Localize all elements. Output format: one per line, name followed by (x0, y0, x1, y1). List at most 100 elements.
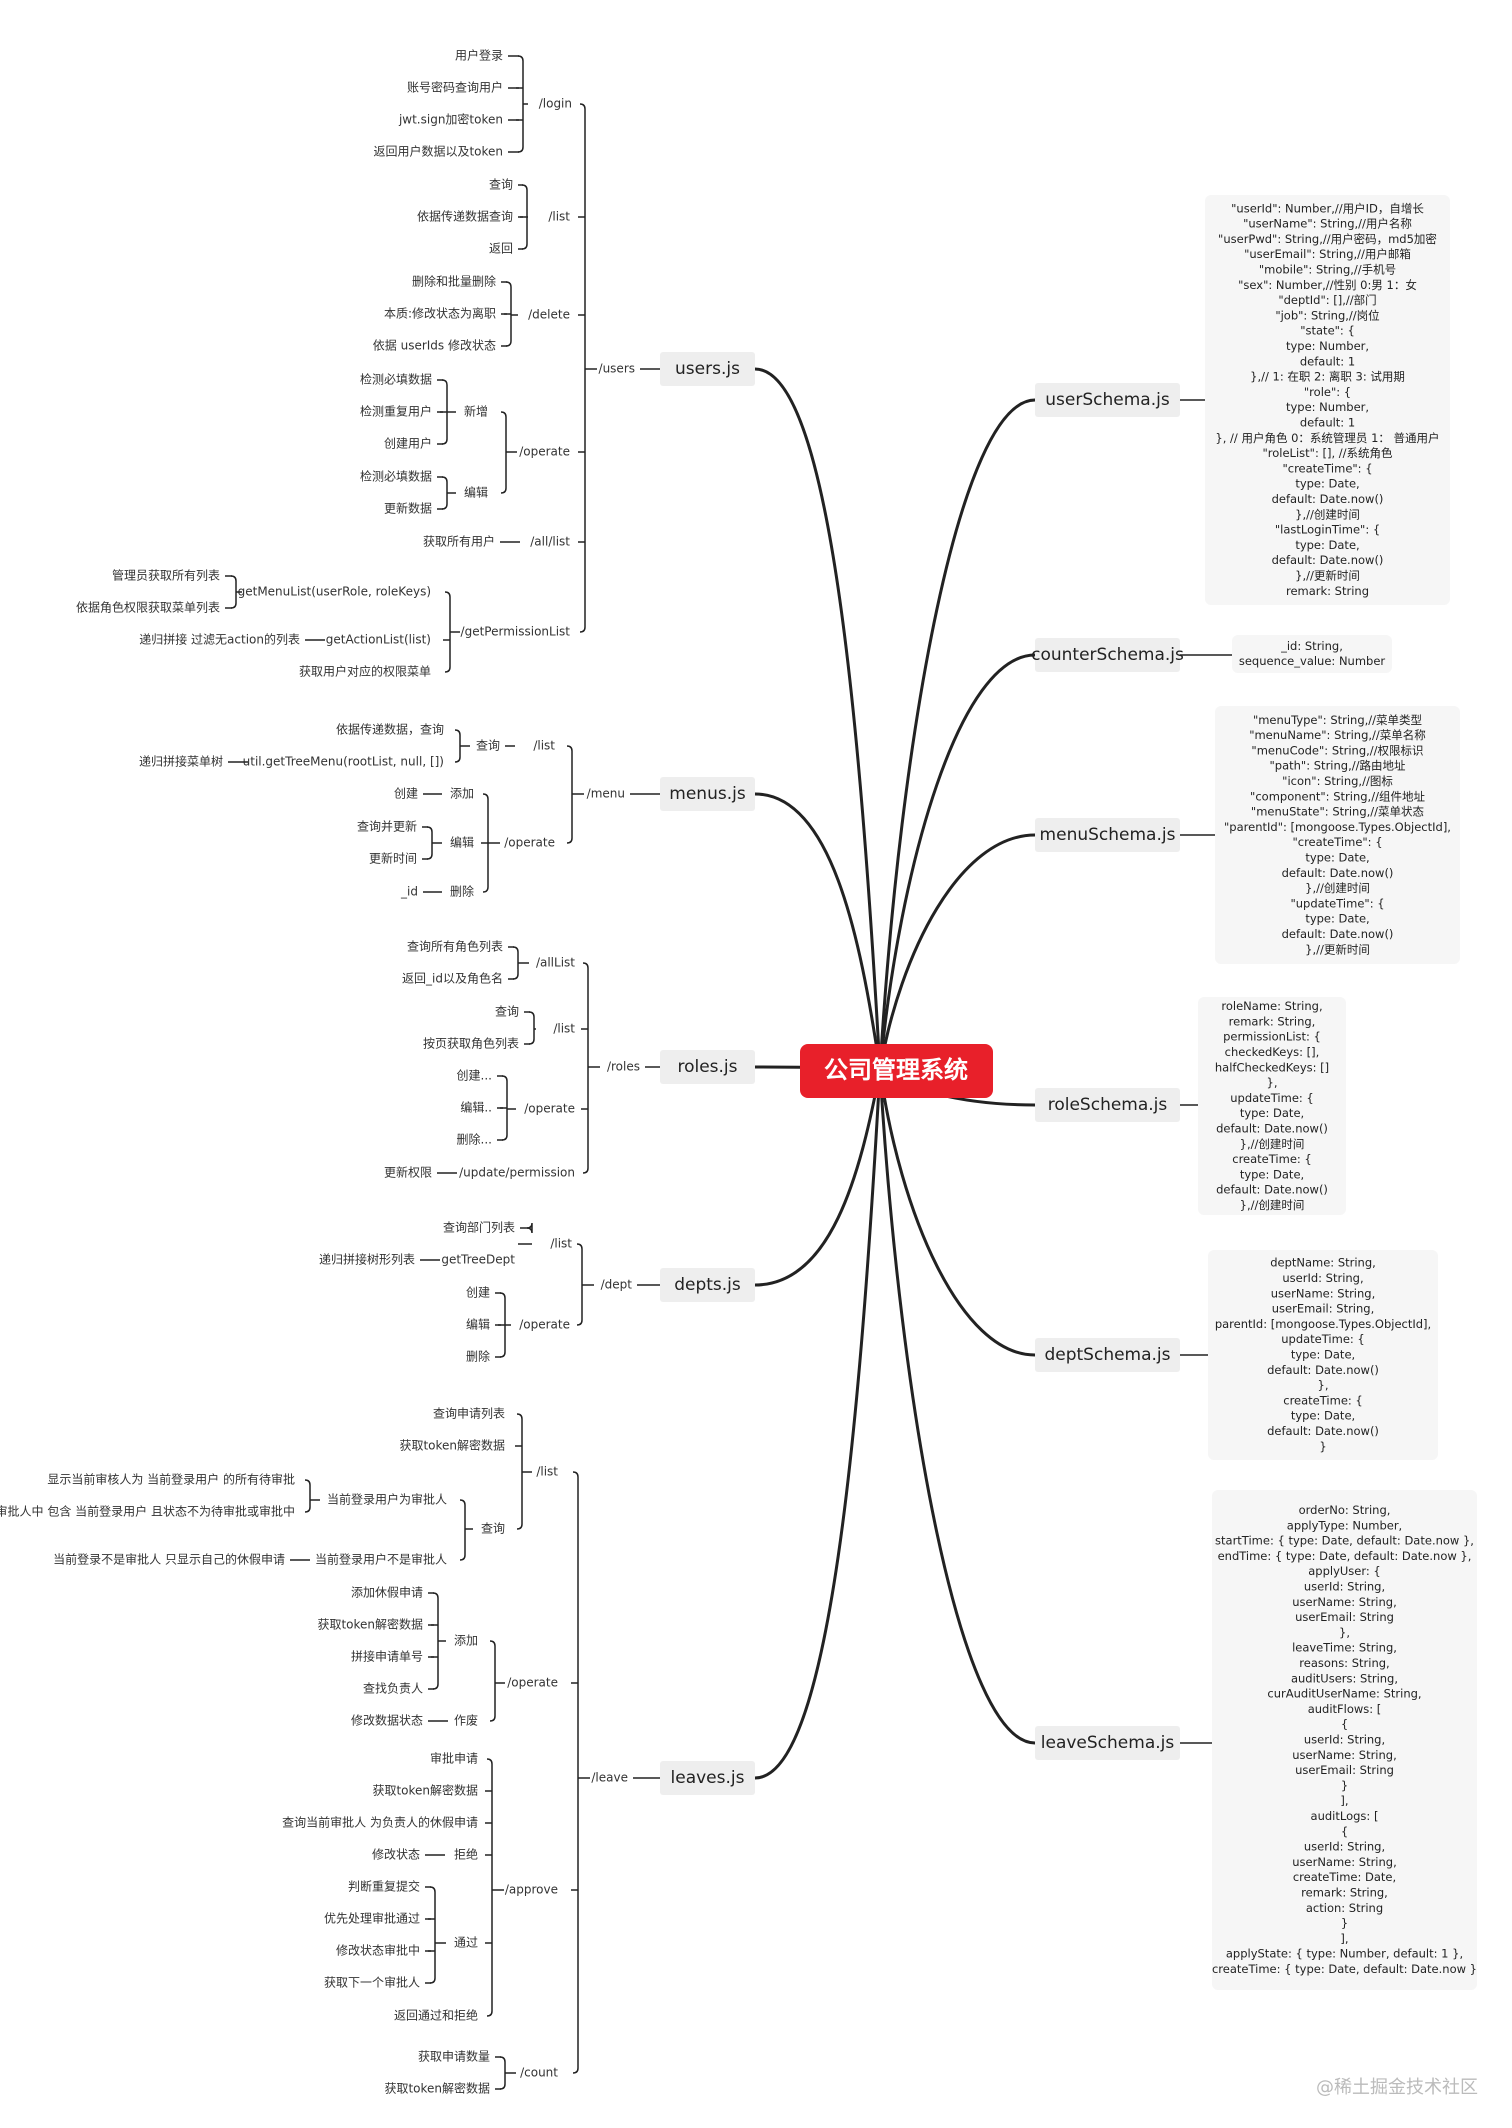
connector (528, 1011, 535, 1045)
schema-node[interactable] (1035, 1726, 1180, 1760)
connector (579, 103, 586, 633)
leaf-label: 返回 (489, 242, 513, 256)
leaf-label: 更新时间 (369, 851, 417, 866)
connector (454, 729, 461, 763)
route-count: /count (520, 2066, 558, 2080)
route-alllist: /allList (536, 956, 575, 970)
schema-field: ], (1340, 1931, 1348, 1945)
leaf-label: 修改数据状态 (351, 1713, 423, 1728)
route-list: /list (536, 1465, 558, 1479)
root-label: 公司管理系统 (824, 1056, 968, 1084)
leaf-label: 获取token解密数据 (317, 1617, 423, 1632)
schema-field: "createTime": { (1282, 461, 1372, 475)
op-reject: 拒绝 (454, 1847, 478, 1862)
route-operate: /operate (519, 445, 570, 459)
leaf-label: 删除... (457, 1132, 492, 1147)
connector (429, 1886, 436, 1984)
schema-node[interactable] (1035, 638, 1180, 672)
connector (426, 826, 433, 860)
schema-node[interactable] (1035, 383, 1180, 417)
op-pass: 通过 (454, 1936, 478, 1950)
schema-field: "sex": Number,//性别 0:男 1：女 (1238, 278, 1417, 292)
schema-field: curAuditUserName: String, (1267, 1687, 1421, 1701)
schema-field: default: Date.now() (1267, 1424, 1379, 1438)
branch-label: depts.js (674, 1275, 741, 1295)
leaf-label: 当前登录不是审批人 只显示自己的休假申请 (53, 1552, 285, 1567)
connector (754, 1069, 882, 1287)
root-node[interactable] (800, 1044, 993, 1098)
leaf-label: 获取申请数量 (418, 2049, 490, 2064)
schema-field: type: Number, (1286, 339, 1369, 353)
leaf-label: 获取token解密数据 (399, 1438, 505, 1453)
connector (304, 1479, 311, 1513)
schema-field: "menuState": String,//菜单状态 (1251, 805, 1425, 819)
leaf-label: 更新权限 (384, 1165, 432, 1180)
schema-field: userEmail: String (1295, 1763, 1394, 1777)
schema-field: updateTime: { (1281, 1332, 1365, 1346)
schema-label: menuSchema.js (1040, 825, 1176, 845)
leaf-label: 创建 (394, 787, 418, 801)
schema-field: reasons: String, (1299, 1656, 1389, 1670)
connector (878, 1069, 1036, 1357)
schema-field: checkedKeys: [], (1225, 1045, 1320, 1059)
leaf-label: 修改状态 (372, 1847, 420, 1862)
leaf-label: 依据传递数据，查询 (336, 722, 444, 737)
schema-field: createTime: { type: Date, default: Date.… (1212, 1962, 1477, 1976)
route-leave: /leave (591, 1771, 628, 1785)
schema-field: "menuCode": String,//权限标识 (1251, 743, 1423, 757)
cond-not-approver: 当前登录用户不是审批人 (315, 1552, 447, 1567)
fn-gettreemenu: util.getTreeMenu(rootList, null, []) (243, 755, 444, 769)
branch-label: roles.js (677, 1057, 737, 1077)
schema-field: "icon": String,//图标 (1282, 774, 1393, 788)
route-login: /login (539, 97, 572, 111)
schema-field: userId: String, (1304, 1580, 1385, 1594)
schema-field: permissionList: { (1223, 1030, 1321, 1044)
schema-field: }, (1267, 1076, 1278, 1090)
leaf-label: 查询当前审批人 为负责人的休假申请 (282, 1815, 478, 1830)
leaf-label: 本质:修改状态为离职 (384, 306, 496, 321)
schema-field: applyType: Number, (1287, 1518, 1402, 1532)
connector (499, 2056, 506, 2090)
schema-field: createTime: { (1232, 1152, 1312, 1166)
schema-field: type: Date, (1240, 1167, 1304, 1181)
schema-node[interactable] (1035, 818, 1180, 852)
leaf-label: 依据角色权限获取菜单列表 (76, 600, 220, 615)
branch-node[interactable] (660, 1050, 755, 1084)
op-void: 作废 (454, 1713, 478, 1728)
op-add: 添加 (450, 787, 474, 801)
schema-field: parentId: [mongoose.Types.ObjectId], (1215, 1317, 1431, 1331)
route-menu: /menu (587, 787, 625, 801)
schema-node[interactable] (1035, 1338, 1180, 1372)
leaf-label: 检测必填数据 (360, 372, 432, 387)
leaf-label: 返回_id以及角色名 (402, 971, 503, 986)
schema-field: }, (1318, 1378, 1329, 1392)
branch-node[interactable] (660, 1761, 755, 1795)
branch-node[interactable] (660, 777, 755, 811)
route-list: /list (550, 1237, 572, 1251)
branch-label: leaves.js (671, 1768, 745, 1788)
connector (230, 575, 237, 609)
schema-field: "state": { (1300, 324, 1355, 338)
connector (878, 653, 1036, 1071)
leaf-label: 编辑 (466, 1317, 490, 1332)
schema-field: "menuType": String,//菜单类型 (1253, 713, 1422, 727)
leaf-label: 获取所有用户 (423, 534, 495, 549)
schema-field: auditFlows: [ (1308, 1702, 1382, 1716)
schema-field: default: Date.now() (1272, 492, 1384, 506)
op-edit: 编辑 (464, 485, 488, 500)
connector (754, 367, 882, 1071)
branch-label: menus.js (669, 784, 746, 804)
branch-node[interactable] (660, 352, 755, 386)
route-dept: /dept (601, 1278, 633, 1292)
connector (441, 476, 448, 510)
schema-field: ], (1340, 1794, 1348, 1808)
schema-field: { (1341, 1824, 1348, 1838)
schema-field: default: Date.now() (1216, 1183, 1328, 1197)
schema-field: type: Date, (1295, 538, 1359, 552)
schema-node[interactable] (1035, 1088, 1180, 1122)
branch-node[interactable] (660, 1268, 755, 1302)
schema-field: userId: String, (1282, 1271, 1363, 1285)
connector (489, 1640, 496, 1722)
leaf-label: 审批申请 (430, 1751, 478, 1766)
